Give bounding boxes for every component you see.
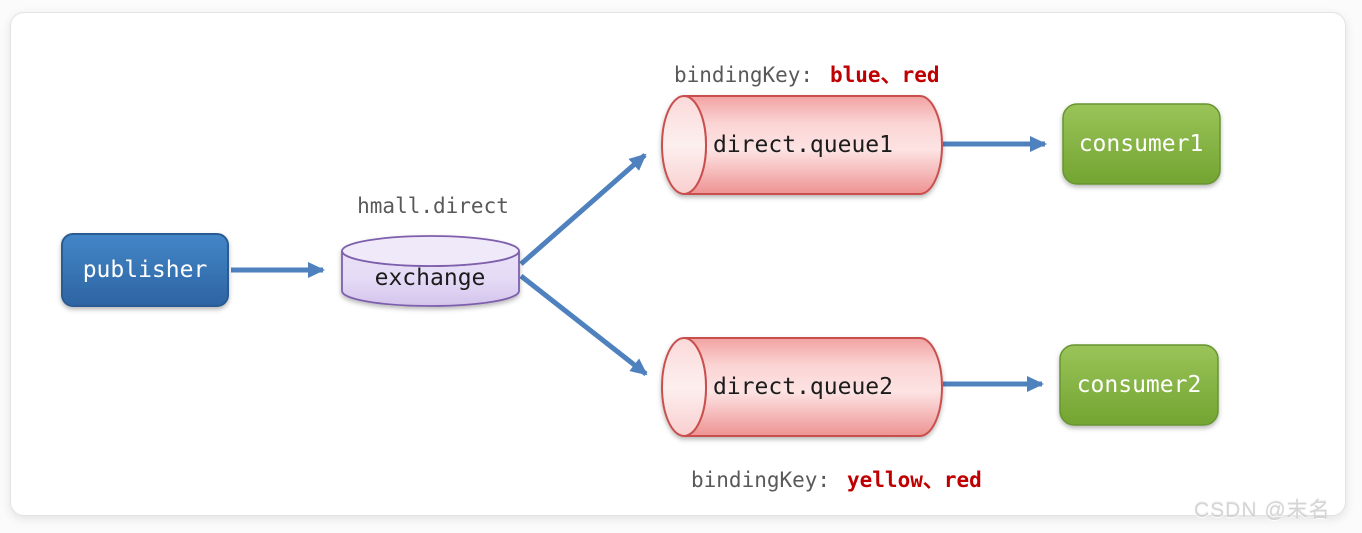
consumer1-box (1062, 103, 1221, 185)
consumer2-box (1059, 344, 1219, 426)
exchange-node: exchange (341, 235, 520, 307)
exchange-cylinder-top (341, 235, 520, 267)
arrow-exchange-to-queue2 (519, 274, 648, 376)
binding-key-1-values: blue、red (830, 63, 940, 87)
exchange-label: exchange (375, 265, 486, 291)
binding-key-2-prefix: bindingKey: (691, 468, 830, 492)
queue1-cylinder-cap (661, 95, 707, 195)
watermark: CSDN @末名 (1194, 499, 1331, 522)
binding-key-1: bindingKey: blue、red (674, 63, 940, 87)
consumer2-label: consumer2 (1077, 372, 1202, 398)
consumer2-node: consumer2 (1059, 344, 1219, 426)
queue2-cylinder-cap (661, 337, 707, 437)
arrows (231, 136, 1047, 392)
binding-key-1-prefix: bindingKey: (674, 63, 813, 87)
binding-key-2: bindingKey: yellow、red (691, 468, 982, 492)
exchange-name-label: hmall.direct (357, 194, 509, 218)
queue1-label: direct.queue1 (713, 132, 893, 158)
publisher-box (61, 233, 229, 307)
publisher-node: publisher (61, 233, 229, 307)
consumer1-label: consumer1 (1079, 131, 1204, 157)
queue2-node: direct.queue2 (661, 337, 943, 437)
arrow-exchange-to-queue1 (519, 153, 647, 266)
binding-key-2-values: yellow、red (847, 468, 982, 492)
queue1-node: direct.queue1 (661, 95, 943, 195)
consumer1-node: consumer1 (1062, 103, 1221, 185)
publisher-label: publisher (83, 257, 208, 283)
queue2-label: direct.queue2 (713, 374, 893, 400)
